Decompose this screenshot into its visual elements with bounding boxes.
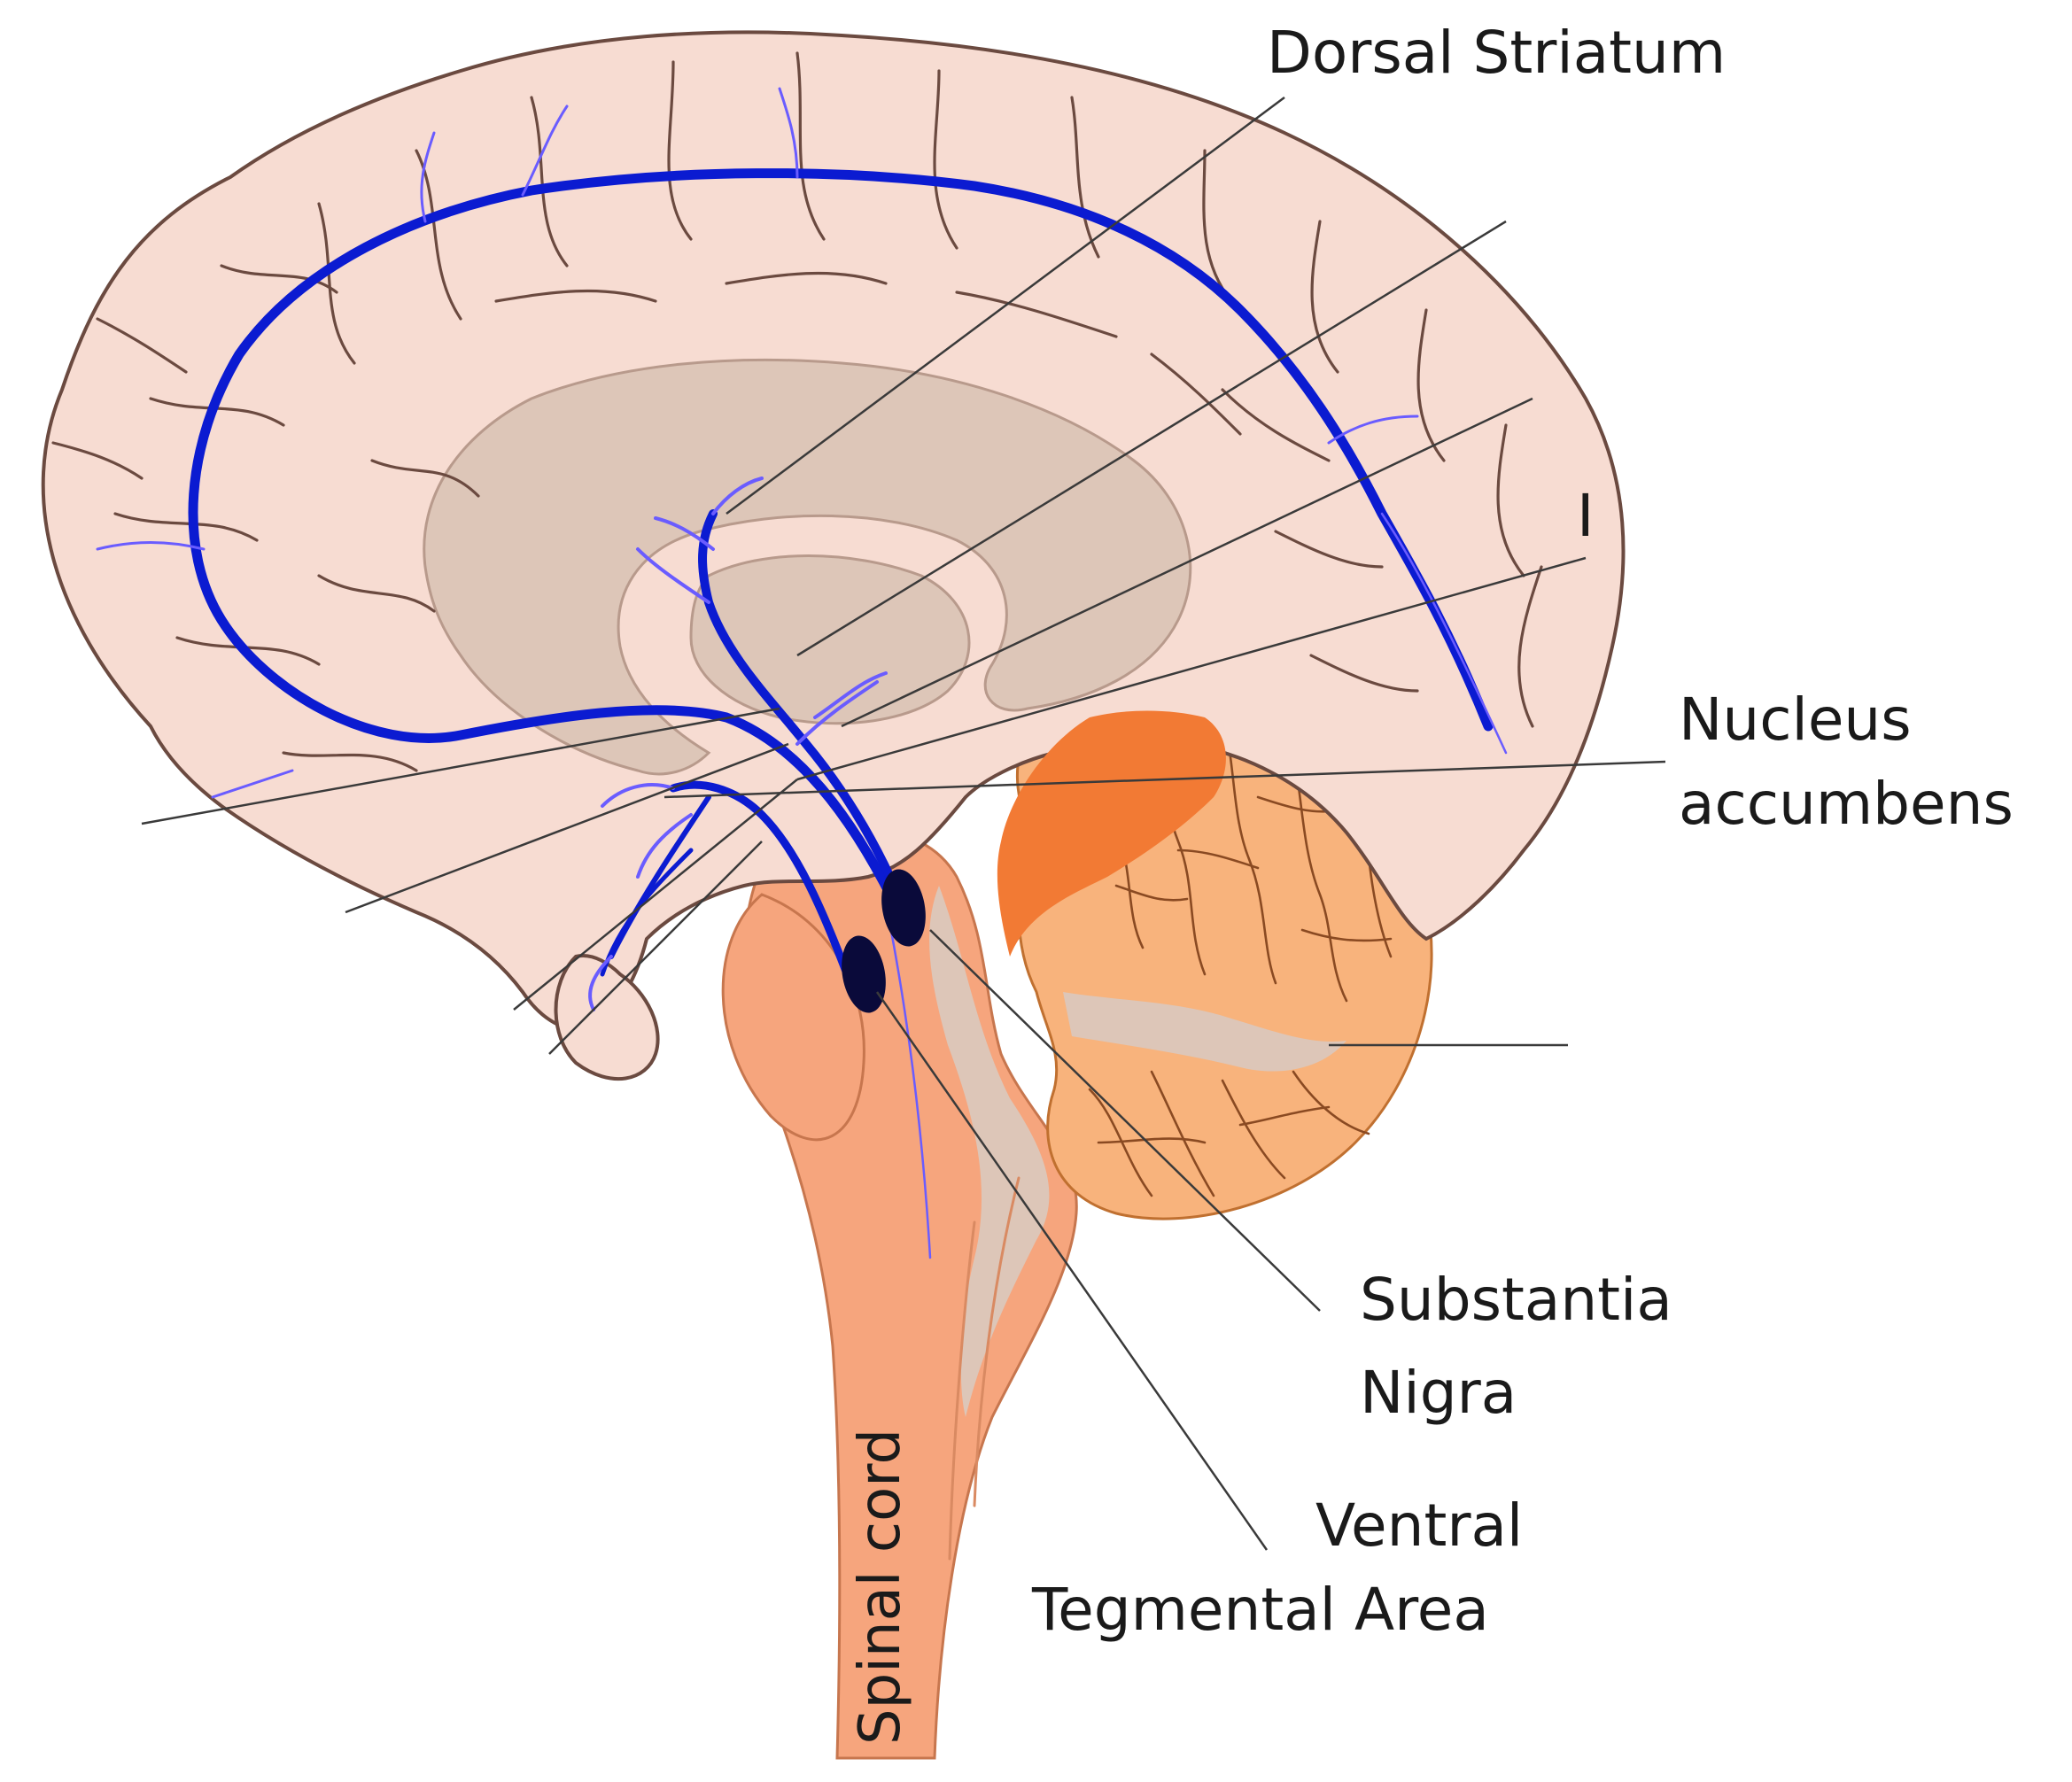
label-nucleus-accumbens-1: Nucleus — [1679, 686, 1912, 754]
midbrain-accent — [997, 710, 1226, 957]
leader-vta — [875, 991, 1269, 1551]
pituitary-shape — [554, 954, 660, 1081]
nigrostriatal-pathway — [698, 509, 917, 934]
leader-upper-1 — [796, 220, 1507, 657]
leader-left-1 — [141, 707, 780, 825]
mesocortical-pathway — [188, 168, 1494, 909]
label-substantia-nigra-2: Nigra — [1360, 1359, 1517, 1427]
vta-nucleus — [842, 935, 886, 1013]
mesolimbic-pathway — [669, 780, 855, 988]
leader-dorsal-striatum — [726, 96, 1285, 515]
label-vta-2: Tegmental Area — [1031, 1576, 1489, 1644]
labels: Dorsal Striatum I Nucleus accumbens Subs… — [848, 19, 2014, 1745]
label-vta-1: Ventral — [1315, 1491, 1523, 1560]
substantia-nigra-nucleus — [881, 869, 926, 947]
leader-left-3 — [513, 779, 798, 1011]
cerebellum-white-matter — [1063, 992, 1346, 1072]
leader-lines — [141, 96, 1666, 1551]
leader-substantia-nigra — [929, 929, 1321, 1312]
leader-nucleus-accumbens — [664, 760, 1666, 799]
spinal-cord-stripe — [948, 1220, 976, 1561]
label-substantia-nigra-1: Substantia — [1360, 1266, 1672, 1334]
thalamus-shape — [689, 554, 971, 725]
label-dorsal-striatum: Dorsal Striatum — [1267, 19, 1726, 87]
label-nucleus-accumbens-2: accumbens — [1679, 770, 2014, 838]
cerebrum-group — [41, 30, 1626, 1081]
leader-left-2 — [345, 742, 789, 914]
corpus-callosum-shape — [423, 358, 1192, 776]
label-partial-mark: I — [1577, 482, 1594, 550]
label-spinal-cord: Spinal cord — [848, 1429, 913, 1745]
spinal-cord-stripe-2 — [973, 1176, 1020, 1507]
dopamine-pathways — [96, 87, 1508, 1259]
leader-partial-mark — [796, 556, 1587, 781]
leader-upper-2 — [841, 397, 1533, 728]
leader-left-4 — [548, 841, 763, 1055]
